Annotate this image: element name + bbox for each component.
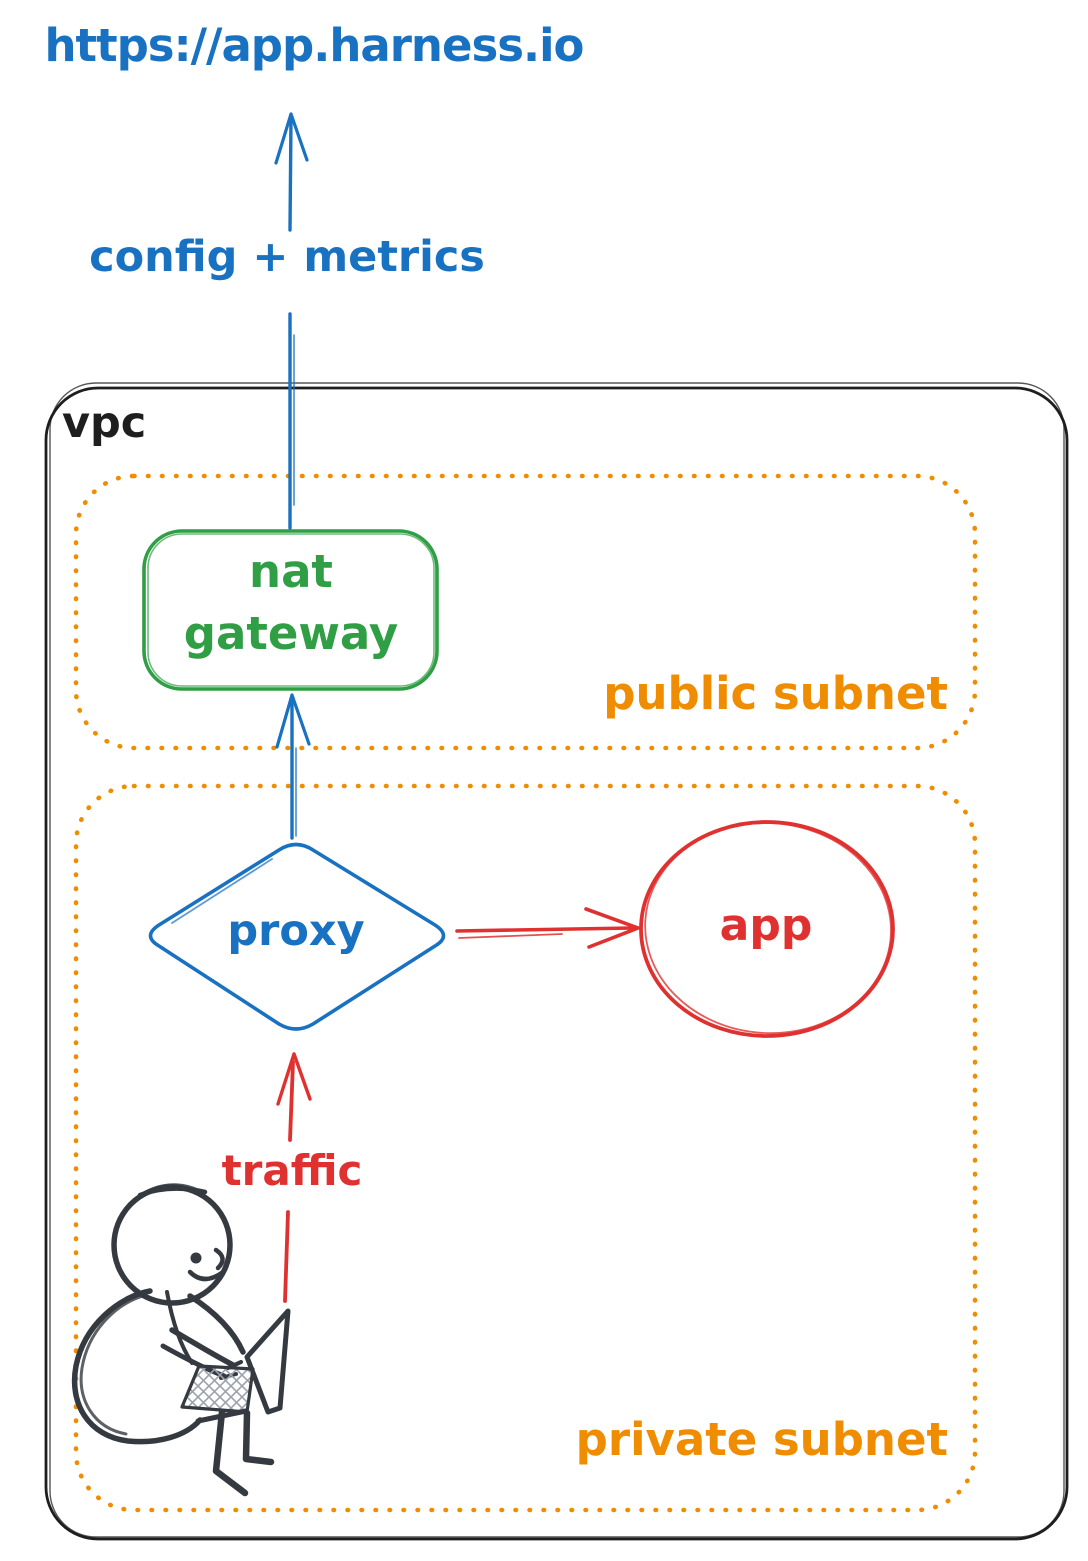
person-nose — [213, 1247, 225, 1271]
config-metrics-arrow-label: config + metrics — [89, 232, 485, 282]
nat-gateway-label-line2: gateway — [183, 607, 399, 660]
laptop-base — [180, 1364, 255, 1414]
proxy-to-app-arrow — [455, 907, 640, 949]
person-arm — [169, 1327, 236, 1368]
person-back — [187, 1293, 246, 1355]
private-subnet-label: private subnet — [575, 1413, 948, 1466]
person-with-laptop-illustration — [71, 1183, 291, 1497]
external-url-label: https://app.harness.io — [44, 19, 585, 72]
person-hair — [137, 1186, 208, 1198]
person-leg-left — [212, 1408, 249, 1497]
config-metrics-arrow — [274, 112, 309, 530]
private-subnet-box — [73, 783, 978, 1513]
person-leg-right — [242, 1409, 275, 1466]
nat-gateway-box — [142, 529, 439, 691]
app-circle — [639, 820, 895, 1038]
public-subnet-box — [73, 473, 978, 751]
vpc-box — [44, 382, 1069, 1541]
public-subnet-label: public subnet — [603, 667, 948, 720]
proxy-label: proxy — [227, 906, 365, 956]
proxy-to-nat-arrow — [275, 693, 311, 840]
traffic-arrow-label: traffic — [221, 1146, 363, 1195]
app-label: app — [719, 900, 813, 951]
vpc-label: vpc — [62, 398, 147, 448]
person-eye — [190, 1252, 202, 1264]
proxy-diamond — [148, 842, 446, 1031]
person-body — [71, 1288, 203, 1445]
traffic-arrow — [276, 1052, 312, 1303]
laptop-screen — [244, 1308, 291, 1415]
nat-gateway-label-line1: nat — [249, 545, 333, 598]
person-smile — [187, 1269, 226, 1282]
